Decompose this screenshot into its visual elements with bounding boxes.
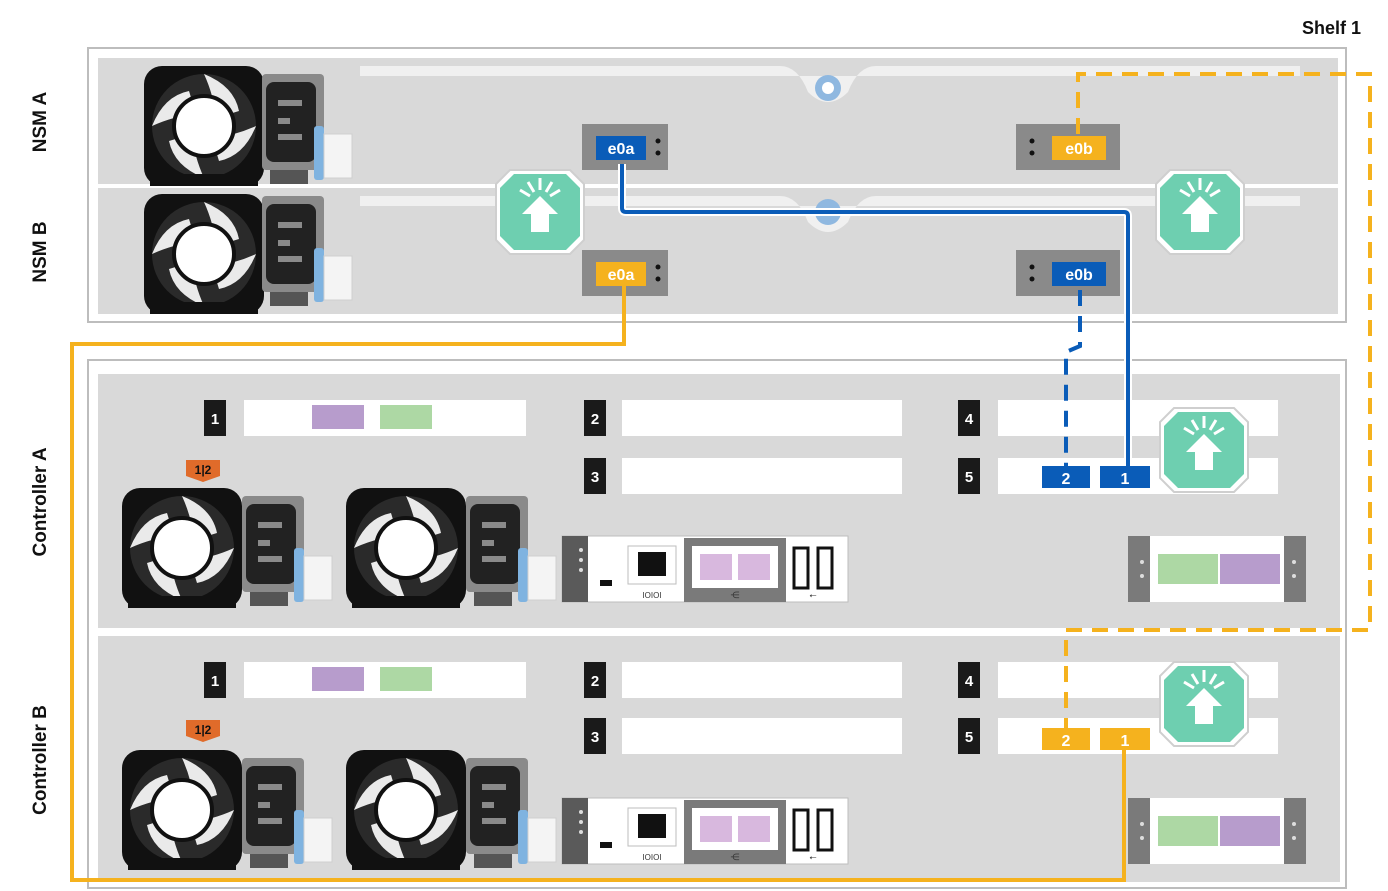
nsm-b-label: NSM B [30,221,51,282]
usb-icon: ⭠ [809,852,816,862]
svg-text:2: 2 [1062,733,1071,750]
fan-icon [120,748,244,872]
controller-a: 1 2 3 4 5 2 1 1|2 IOIOI [98,374,1340,628]
svg-text:4: 4 [965,673,974,690]
blue-dashed-cable [1064,290,1082,466]
fan-icon [142,192,266,316]
controller-b-led-icon [1158,660,1250,748]
fan-icon [344,486,468,610]
slot-1-label: 1 [211,411,219,428]
svg-text:3: 3 [591,729,599,746]
controller-a-port-1[interactable] [1100,466,1150,488]
svg-text:e0b: e0b [1065,267,1093,284]
svg-text:IOIOI: IOIOI [642,853,661,862]
svg-text:1|2: 1|2 [195,463,212,477]
fan-icon [142,64,266,188]
svg-text:1: 1 [1121,733,1130,750]
blue-solid-cable [620,164,1130,466]
shelf-led-left-icon [494,168,586,256]
svg-text:e0a: e0a [608,267,635,284]
svg-text:2: 2 [591,411,599,428]
controller-b-port-2[interactable] [1042,728,1090,750]
controller-b-label: Controller B [30,705,51,815]
svg-text:1: 1 [211,673,219,690]
network-icon: ⋲ [731,852,740,862]
yellow-solid-cable [70,286,1126,882]
controller-a-port-2[interactable] [1042,466,1090,488]
svg-text:1|2: 1|2 [195,723,212,737]
controller-b: 1 2 3 4 5 2 1 1|2 IOIOI [98,636,1340,882]
yellow-dashed-cable [1064,72,1372,728]
svg-text:4: 4 [965,411,974,428]
svg-text:5: 5 [965,469,973,486]
fan-badge [186,460,220,482]
nsm-b-module: e0a e0b [98,188,1338,316]
svg-text:2: 2 [1062,471,1071,488]
controller-a-label: Controller A [30,447,51,556]
fan-icon [344,748,468,872]
fan-badge [186,720,220,742]
svg-text:IOIOI: IOIOI [642,591,661,600]
svg-text:5: 5 [965,729,973,746]
usb-icon: ⭠ [809,590,816,600]
svg-text:3: 3 [591,469,599,486]
network-icon: ⋲ [731,590,740,600]
fan-icon [120,486,244,610]
nsm-a-module: e0a e0b [98,58,1338,188]
svg-text:2: 2 [591,673,599,690]
svg-text:e0b: e0b [1065,141,1093,158]
nsm-a-label: NSM A [30,91,51,152]
shelf-title: Shelf 1 [1302,18,1361,38]
controller-a-led-icon [1158,406,1250,494]
svg-text:e0a: e0a [608,141,635,158]
controller-b-port-1[interactable] [1100,728,1150,750]
shelf-led-right-icon [1154,168,1246,256]
svg-text:1: 1 [1121,471,1130,488]
